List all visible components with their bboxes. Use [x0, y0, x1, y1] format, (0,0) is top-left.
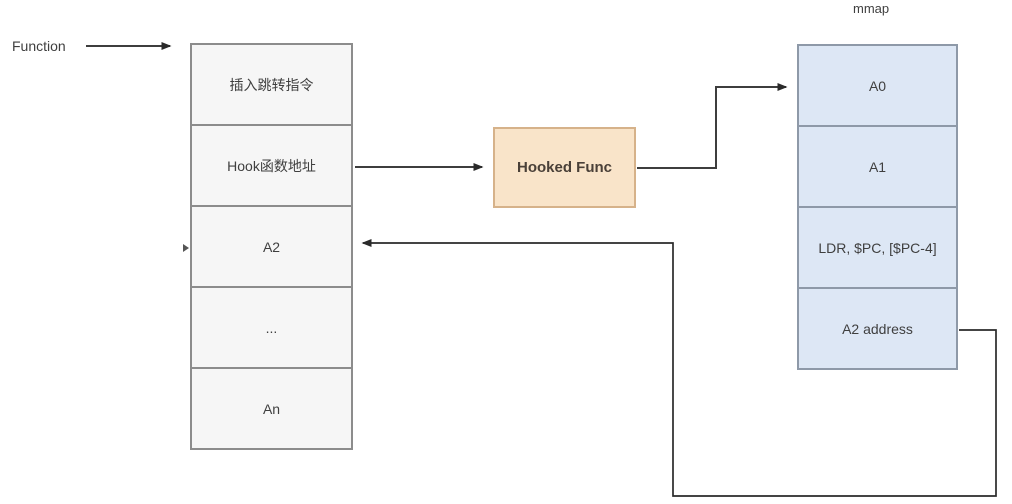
mmap-stack-cell-a1: A1 — [799, 125, 956, 206]
mmap-stack-cell-a2-address: A2 address — [799, 287, 956, 368]
stray-mark-icon — [183, 244, 189, 252]
function-label: Function — [12, 38, 66, 54]
hooked-func-box: Hooked Func — [493, 127, 636, 208]
mmap-label: mmap — [853, 1, 890, 16]
function-stack: 插入跳转指令 Hook函数地址 A2 ... An — [190, 43, 353, 450]
mmap-stack-cell-ldr: LDR, $PC, [$PC-4] — [799, 206, 956, 287]
function-stack-cell-ellipsis: ... — [192, 286, 351, 367]
function-stack-cell-an: An — [192, 367, 351, 448]
hooked-to-mmap-arrow-icon — [637, 83, 788, 169]
mmap-stack-cell-a0: A0 — [868, 77, 887, 94]
function-stack-cell-hook-address: Hook函数地址 — [192, 124, 351, 205]
mmap-stack: A0 A1 LDR, $PC, [$PC-4] A2 address — [797, 44, 958, 370]
function-stack-cell-jump-instruction: 插入跳转指令 — [229, 76, 314, 93]
function-stack-cell-a2: A2 — [192, 205, 351, 286]
